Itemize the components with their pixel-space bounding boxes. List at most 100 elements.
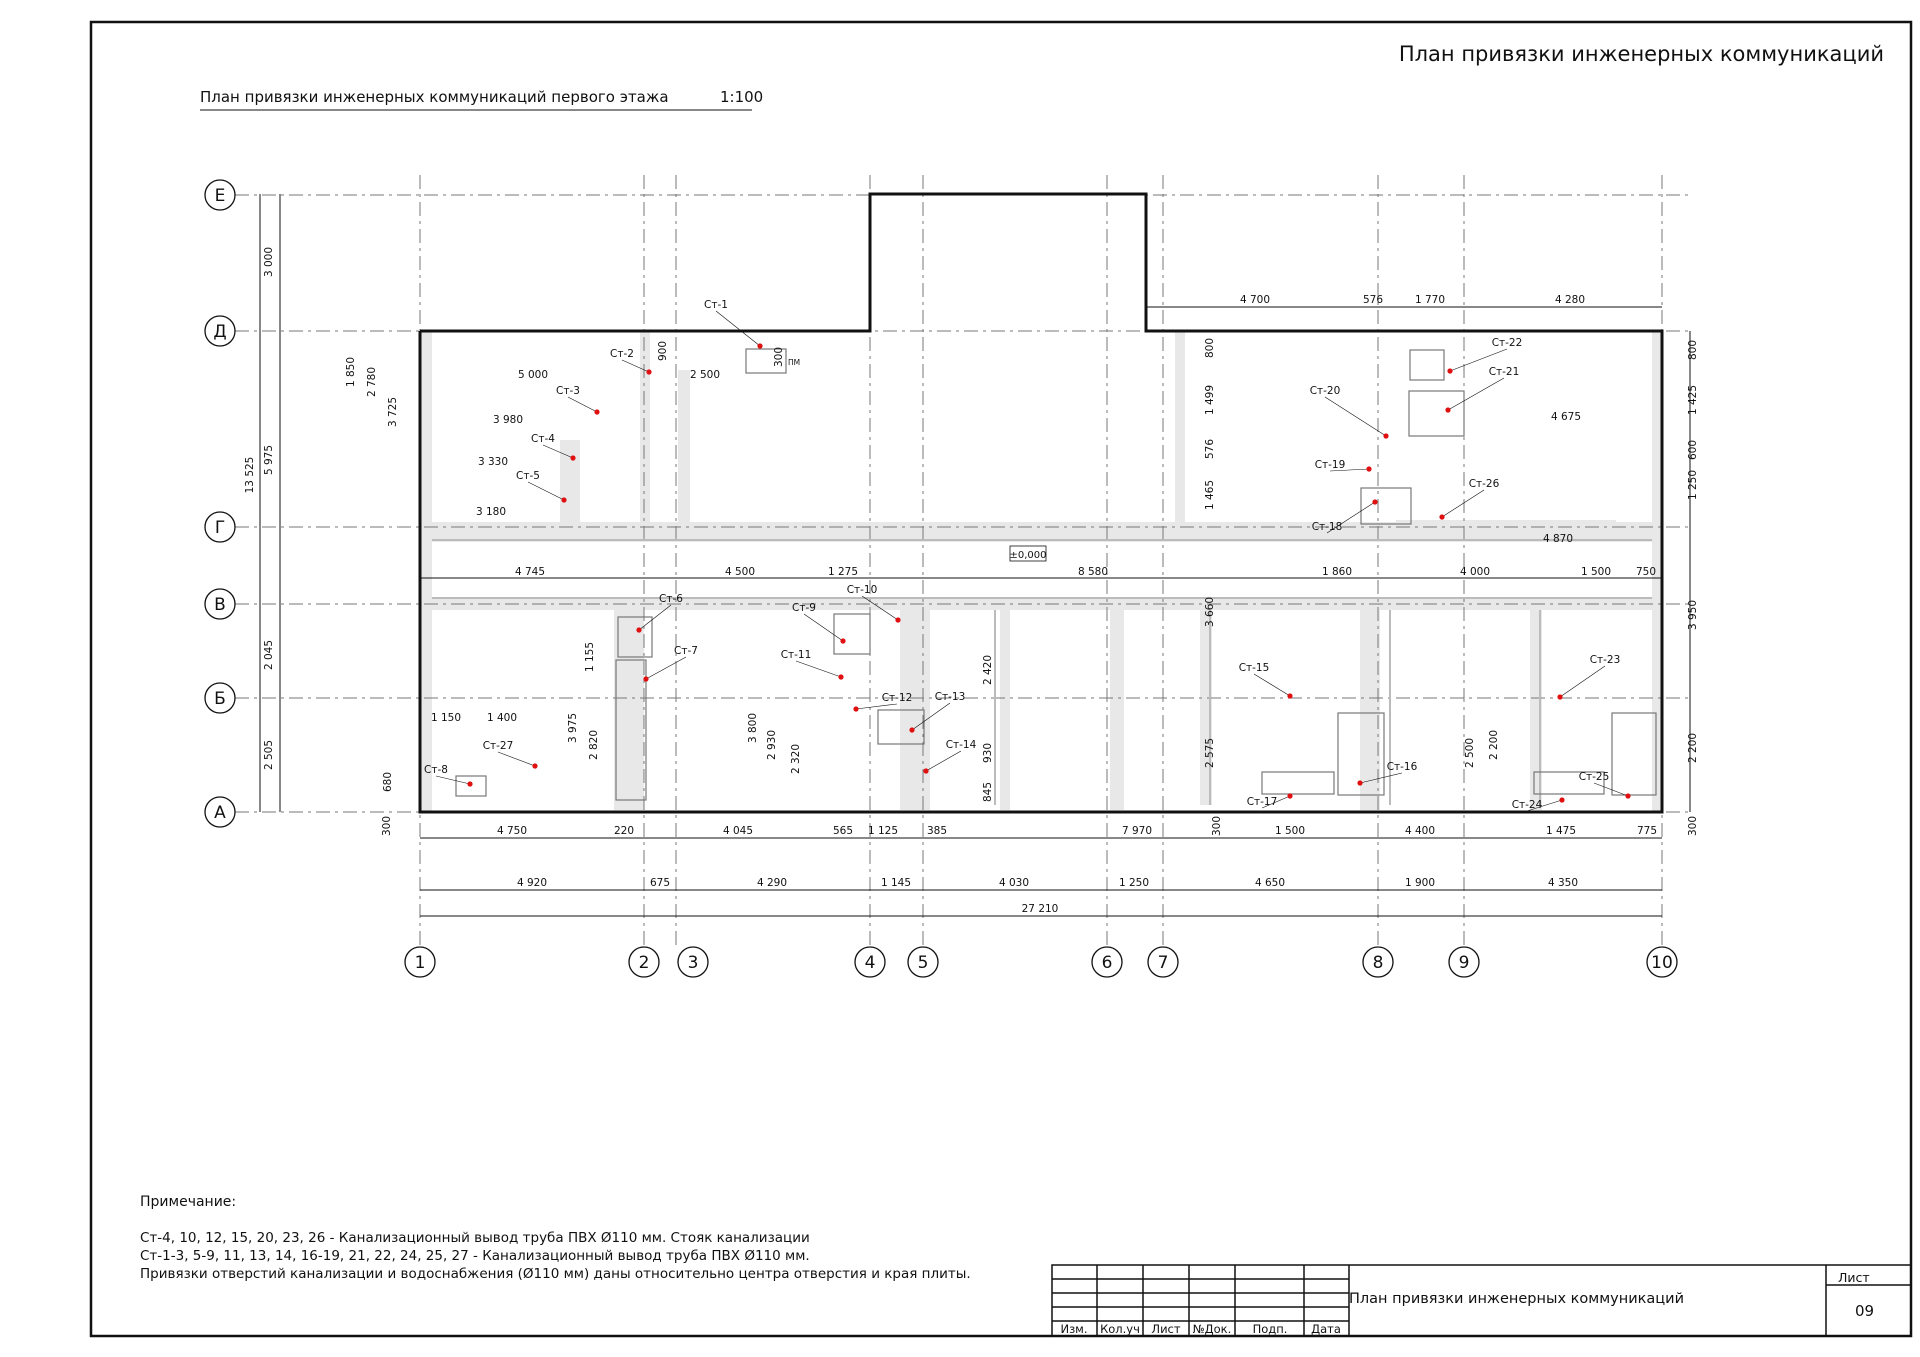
pipe-label-12: Ст-12 xyxy=(882,692,913,704)
pipe-label-19: Ст-19 xyxy=(1315,459,1346,471)
dim-room-right-0: 4 675 xyxy=(1551,411,1581,423)
pipe-label-13: Ст-13 xyxy=(935,691,966,703)
stamp-col-izm: Изм. xyxy=(1060,1322,1087,1336)
dim-bottom2-1: 675 xyxy=(650,877,670,889)
dim-room-left-6: 300 xyxy=(773,347,785,367)
dim-left-inner-0: 1 850 xyxy=(345,357,357,387)
stamp-sheet-number: 09 xyxy=(1855,1302,1875,1320)
note-line-3: Привязки отверстий канализации и водосна… xyxy=(140,1266,971,1282)
dim-room-mid-6: 930 xyxy=(982,743,994,763)
pipe-label-7: Ст-7 xyxy=(674,645,698,657)
pipe-leader-18 xyxy=(1326,501,1376,534)
dim-right-1: 1 425 xyxy=(1687,385,1699,415)
pipe-dot-21 xyxy=(1445,407,1451,413)
stamp-col-podp: Подп. xyxy=(1253,1322,1288,1336)
axis-label-5: 5 xyxy=(918,953,929,973)
pipe-leader-15 xyxy=(1253,673,1291,697)
stamp-columns: Изм. Кол.уч Лист №Док. Подп. Дата xyxy=(1060,1322,1340,1336)
axis-label-V: В xyxy=(214,595,226,615)
axis-label-3: 3 xyxy=(688,953,699,973)
sheet-frame xyxy=(89,20,1913,1338)
pipe-leader-13 xyxy=(911,702,951,731)
pipe-dot-13 xyxy=(909,727,915,733)
pipe-dot-9 xyxy=(840,638,846,644)
dim-room-mid-8: 2 500 xyxy=(1464,738,1476,768)
pipe-dot-15 xyxy=(1287,693,1293,699)
dim-room-left-5: 900 xyxy=(657,341,669,361)
pipe-dot-12 xyxy=(853,706,859,712)
dim-bottom1-7: 1 500 xyxy=(1275,825,1305,837)
level-mark: ±0,000 xyxy=(1009,550,1046,561)
axis-label-4: 4 xyxy=(865,953,876,973)
dim-mid-0: 4 745 xyxy=(515,566,545,578)
pipe-leader-16 xyxy=(1359,772,1403,784)
title-block xyxy=(1051,1264,1912,1337)
dim-room-mid-4: 2 320 xyxy=(790,744,802,774)
dim-room-left-4: 3 180 xyxy=(476,506,506,518)
dim-room-mid-7: 845 xyxy=(982,782,994,802)
axis-label-2: 2 xyxy=(639,953,650,973)
dim-bottom1-5: 385 xyxy=(927,825,947,837)
dim-left-outer-4: 2 505 xyxy=(263,740,275,770)
dim-right-6: 300 xyxy=(1687,816,1699,836)
dim-room-mid-2: 3 800 xyxy=(747,713,759,743)
dim-left-inner-6: 680 xyxy=(382,772,394,792)
dim-right-5: 2 200 xyxy=(1687,733,1699,763)
dim-left-outer-3: 2 045 xyxy=(263,640,275,670)
plan-scale: 1:100 xyxy=(720,88,764,106)
notes-title: Примечание: xyxy=(140,1194,237,1210)
pipe-dot-8 xyxy=(467,781,473,787)
pipe-leader-7 xyxy=(645,656,687,680)
pipe-dot-25 xyxy=(1625,793,1631,799)
fixtures xyxy=(455,348,1657,801)
pipe-label-23: Ст-23 xyxy=(1590,654,1621,666)
pipe-dot-3 xyxy=(594,409,600,415)
axis-label-6: 6 xyxy=(1102,953,1113,973)
dim-room-right-2: 800 xyxy=(1204,338,1216,358)
dim-bottom1-1: 220 xyxy=(614,825,634,837)
pipe-leader-8 xyxy=(435,775,471,785)
building-outline xyxy=(418,192,1664,814)
pipe-leader-9 xyxy=(803,613,844,642)
axis-label-G: Г xyxy=(215,518,225,538)
pipe-dot-5 xyxy=(561,497,567,503)
dim-bottom1-8: 4 400 xyxy=(1405,825,1435,837)
pipe-label-25: Ст-25 xyxy=(1579,771,1610,783)
stamp-col-list: Лист xyxy=(1151,1322,1180,1336)
stamp-col-koluch: Кол.уч xyxy=(1100,1322,1140,1336)
pipe-leader-11 xyxy=(795,660,842,678)
dim-left-inner-7: 300 xyxy=(381,816,393,836)
pipe-dot-16 xyxy=(1357,780,1363,786)
pipe-label-2: Ст-2 xyxy=(610,348,634,360)
dim-right-3: 1 250 xyxy=(1687,470,1699,500)
axis-label-10: 10 xyxy=(1651,953,1673,973)
dim-bottom1-10: 775 xyxy=(1637,825,1657,837)
dim-room-left-1: 2 500 xyxy=(690,369,720,381)
dim-room-mid-9: 2 200 xyxy=(1488,730,1500,760)
dim-room-mid-0: 1 150 xyxy=(431,712,461,724)
pipe-dot-18 xyxy=(1372,499,1378,505)
pipe-label-26: Ст-26 xyxy=(1469,478,1500,490)
dim-mid-1: 4 500 xyxy=(725,566,755,578)
pipe-leader-27 xyxy=(497,751,536,767)
pipe-label-20: Ст-20 xyxy=(1310,385,1341,397)
pipe-dot-10 xyxy=(895,617,901,623)
dim-room-right-6: 3 660 xyxy=(1204,597,1216,627)
dim-room-right-4: 576 xyxy=(1204,439,1216,459)
pipe-label-9: Ст-9 xyxy=(792,602,816,614)
pipe-dot-24 xyxy=(1559,797,1565,803)
dim-right-4: 3 950 xyxy=(1687,600,1699,630)
dim-bottom2-2: 4 290 xyxy=(757,877,787,889)
plan-caption: План привязки инженерных коммуникаций пе… xyxy=(200,88,669,106)
dim-bottom2-0: 4 920 xyxy=(517,877,547,889)
pipe-leader-14 xyxy=(925,750,962,772)
partitions xyxy=(432,539,1652,805)
dim-room-right-7: 2 575 xyxy=(1204,738,1216,768)
dim-bottom2-6: 4 650 xyxy=(1255,877,1285,889)
pipe-leader-12 xyxy=(855,703,898,710)
pipe-leader-6 xyxy=(638,604,672,631)
pipe-label-16: Ст-16 xyxy=(1387,761,1418,773)
pipe-leader-2 xyxy=(621,359,650,373)
pipe-leader-26 xyxy=(1441,489,1485,518)
dim-bottom1-0: 4 750 xyxy=(497,825,527,837)
